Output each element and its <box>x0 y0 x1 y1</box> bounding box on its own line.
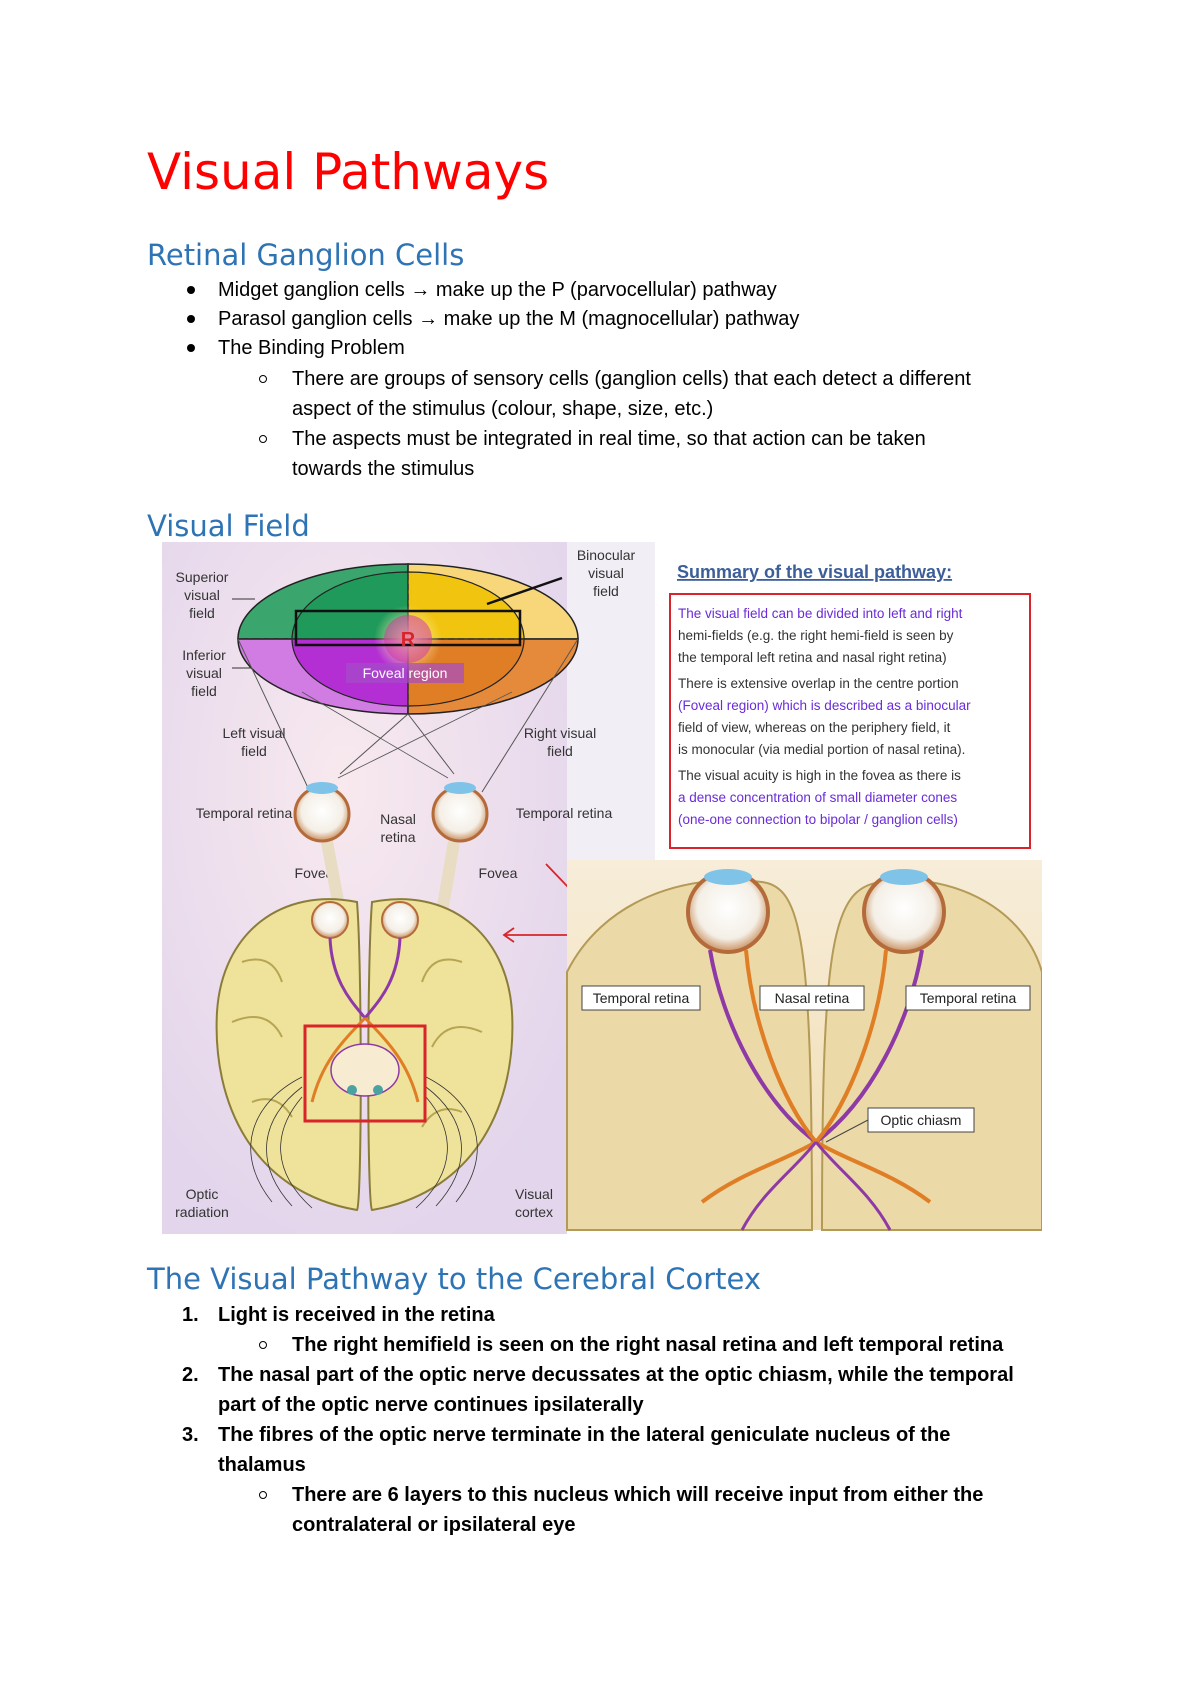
sub-item-hemifield: The right hemifield is seen on the right… <box>292 1330 1003 1360</box>
binocular-field-label: visual <box>588 565 624 581</box>
left-visual-field-label: field <box>241 743 267 759</box>
sub-bullet-line: towards the stimulus <box>292 454 474 484</box>
optic-radiation-label: radiation <box>175 1204 229 1220</box>
left-visual-field-label: Left visual <box>222 725 285 741</box>
list-number: 3. <box>182 1420 199 1450</box>
sub-bullet-ring <box>259 375 267 383</box>
summary-line: (Foveal region) which is described as a … <box>678 698 971 713</box>
optic-chiasm-label: Optic chiasm <box>881 1112 962 1128</box>
nasal-retina-label: Nasal <box>380 811 416 827</box>
list-item-1: Light is received in the retina <box>218 1300 495 1330</box>
summary-line: The visual field can be divided into lef… <box>678 606 963 621</box>
foveal-region-label: Foveal region <box>363 665 448 681</box>
summary-title: Summary of the visual pathway: <box>677 562 952 582</box>
sub-bullet-line: aspect of the stimulus (colour, shape, s… <box>292 394 713 424</box>
right-visual-field-label: Right visual <box>524 725 596 741</box>
heading-visual-field: Visual Field <box>147 508 310 544</box>
superior-field-label: field <box>189 605 215 621</box>
sub-bullet-line: The aspects must be integrated in real t… <box>292 424 926 454</box>
summary-line: hemi-fields (e.g. the right hemi-field i… <box>678 628 954 643</box>
superior-field-label: Superior <box>176 569 229 585</box>
binocular-field-label: Binocular <box>577 547 636 563</box>
inferior-field-label: Inferior <box>182 647 226 663</box>
list-item-2: part of the optic nerve continues ipsila… <box>218 1390 644 1420</box>
summary-line: the temporal left retina and nasal right… <box>678 650 947 665</box>
list-item-2: The nasal part of the optic nerve decuss… <box>218 1360 1014 1390</box>
sub-bullet-ring <box>259 435 267 443</box>
nasal-retina-label: retina <box>380 829 415 845</box>
list-item-3: The fibres of the optic nerve terminate … <box>218 1420 950 1450</box>
summary-line: field of view, whereas on the periphery … <box>678 720 951 735</box>
fixation-point-label: R <box>401 629 416 651</box>
list-number: 1. <box>182 1300 199 1330</box>
sub-item-layers: There are 6 layers to this nucleus which… <box>292 1480 983 1510</box>
bullet-dot <box>187 315 195 323</box>
optic-radiation-label: Optic <box>186 1186 219 1202</box>
bullet-binding-problem: The Binding Problem <box>218 333 405 363</box>
sub-bullet-line: There are groups of sensory cells (gangl… <box>292 364 971 394</box>
zoom-temporal-retina-label: Temporal retina <box>593 990 690 1006</box>
inferior-field-label: visual <box>186 665 222 681</box>
bullet-dot <box>187 344 195 352</box>
heading-retinal-ganglion-cells: Retinal Ganglion Cells <box>147 237 464 273</box>
superior-field-label: visual <box>184 587 220 603</box>
list-item-3: thalamus <box>218 1450 306 1480</box>
heading-visual-pathway-cortex: The Visual Pathway to the Cerebral Corte… <box>147 1261 761 1297</box>
zoomed-chiasm-inset <box>567 860 1042 1230</box>
lgn-term: lateral geniculate nucleus <box>646 1424 891 1446</box>
bullet-dot <box>187 286 195 294</box>
sub-bullet-ring <box>259 1341 267 1349</box>
temporal-retina-label: Temporal retina <box>516 805 613 821</box>
visual-cortex-label: Visual <box>515 1186 553 1202</box>
sub-bullet-ring <box>259 1491 267 1499</box>
visual-pathway-figure: R Foveal region Superior visual field In… <box>162 542 1042 1234</box>
summary-line: a dense concentration of small diameter … <box>678 790 957 805</box>
summary-line: is monocular (via medial portion of nasa… <box>678 742 965 757</box>
summary-line: There is extensive overlap in the centre… <box>678 676 959 691</box>
zoom-nasal-retina-label: Nasal retina <box>775 990 850 1006</box>
bullet-midget: Midget ganglion cells → make up the P (p… <box>218 275 777 305</box>
fovea-label: Fovea <box>479 865 518 881</box>
inferior-field-label: field <box>191 683 217 699</box>
summary-line: (one-one connection to bipolar / ganglio… <box>678 812 958 827</box>
sub-item-layers: contralateral or ipsilateral eye <box>292 1510 575 1540</box>
temporal-retina-label: Temporal retina <box>196 805 293 821</box>
zoom-temporal-retina-label: Temporal retina <box>920 990 1017 1006</box>
page-title: Visual Pathways <box>147 142 549 202</box>
bullet-parasol: Parasol ganglion cells → make up the M (… <box>218 304 799 334</box>
right-visual-field-label: field <box>547 743 573 759</box>
summary-line: The visual acuity is high in the fovea a… <box>678 768 961 783</box>
visual-cortex-label: cortex <box>515 1204 553 1220</box>
binocular-field-label: field <box>593 583 619 599</box>
list-number: 2. <box>182 1360 199 1390</box>
